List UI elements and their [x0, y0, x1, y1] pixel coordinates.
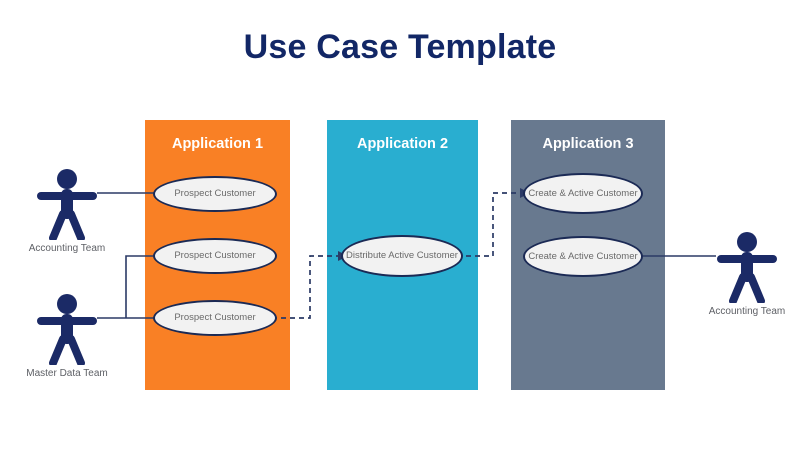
usecase-create-active-customer-1[interactable]: Create & Active Customer: [523, 173, 643, 214]
usecase-prospect-customer-3[interactable]: Prospect Customer: [153, 300, 277, 336]
usecase-label: Prospect Customer: [174, 312, 256, 324]
usecase-label: Distribute Active Customer: [346, 250, 458, 262]
actor-accounting-team-right[interactable]: Accounting Team: [709, 231, 785, 317]
application-column-1-title: Application 1: [171, 136, 264, 152]
actor-figure: [716, 231, 778, 305]
usecase-distribute-active-customer[interactable]: Distribute Active Customer: [341, 235, 463, 277]
application-column-2-title: Application 2: [356, 136, 449, 152]
actor-figure: [36, 168, 98, 242]
page-title: Use Case Template: [243, 28, 557, 66]
person-icon: [37, 294, 97, 367]
usecase-label: Prospect Customer: [174, 188, 256, 200]
usecase-prospect-customer-1[interactable]: Prospect Customer: [153, 176, 277, 212]
usecase-label: Create & Active Customer: [528, 187, 638, 199]
person-icon: [37, 169, 97, 242]
usecase-prospect-customer-2[interactable]: Prospect Customer: [153, 238, 277, 274]
actor-label: Accounting Team: [28, 243, 106, 254]
actor-figure: [36, 293, 98, 367]
actor-master-data-team[interactable]: Master Data Team: [26, 293, 108, 379]
application-column-3-title: Application 3: [542, 136, 634, 152]
actor-label: Master Data Team: [26, 368, 108, 379]
usecase-label: Prospect Customer: [174, 250, 256, 262]
actor-accounting-team-left[interactable]: Accounting Team: [29, 168, 105, 254]
usecase-label: Create & Active Customer: [528, 250, 638, 262]
usecase-create-active-customer-2[interactable]: Create & Active Customer: [523, 236, 643, 277]
actor-label: Accounting Team: [708, 306, 786, 317]
person-icon: [717, 232, 777, 305]
